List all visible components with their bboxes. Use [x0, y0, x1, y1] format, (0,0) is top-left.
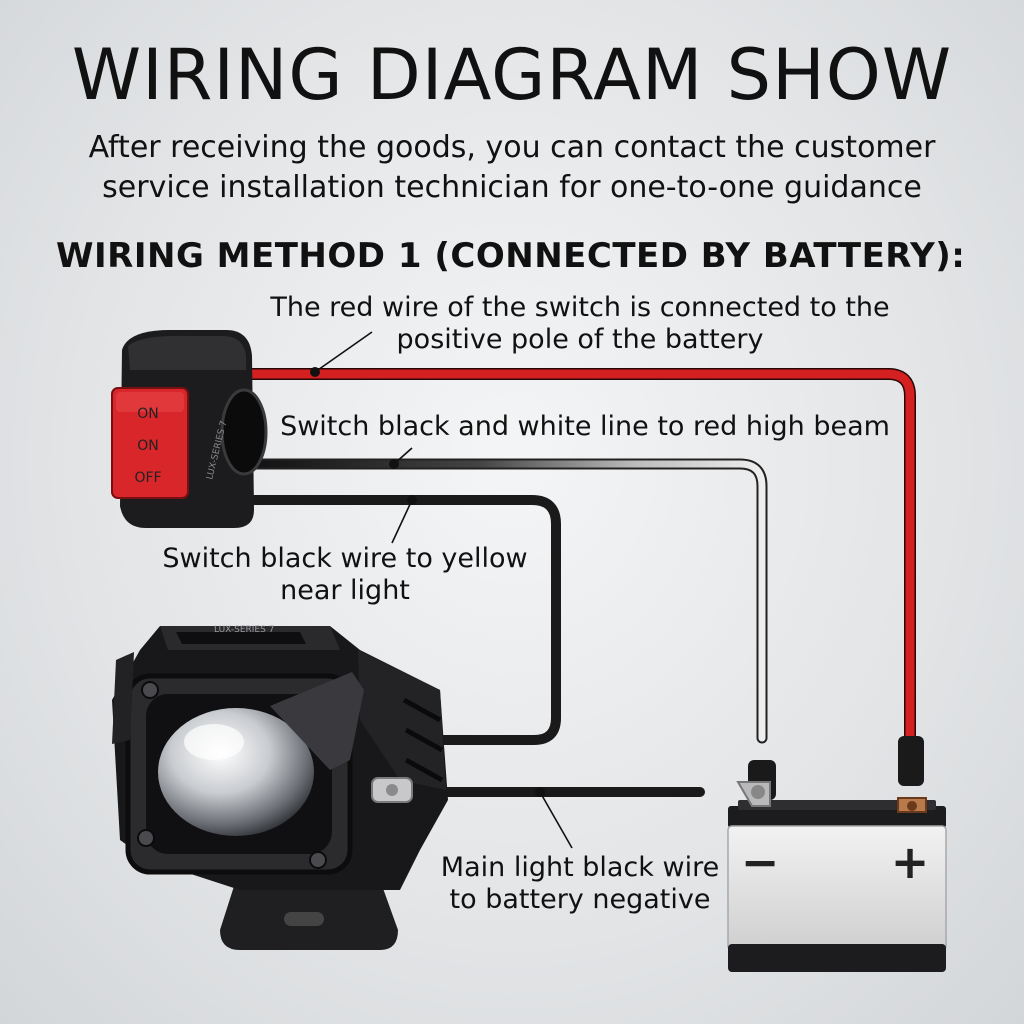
battery — [727, 736, 947, 972]
callout-leaders — [314, 331, 573, 849]
handlebar-switch — [111, 330, 268, 528]
callout-black-white-wire: Switch black and white line to red high … — [280, 411, 890, 442]
battery-negative-symbol: − — [741, 835, 780, 889]
battery-positive-symbol: + — [891, 835, 930, 889]
switch-label-on-2: ON — [137, 438, 159, 454]
auxiliary-light — [112, 626, 448, 950]
page-subtitle: After receiving the goods, you can conta… — [88, 130, 936, 205]
callout-negative-wire: Main light black wire to battery negativ… — [440, 852, 720, 915]
callout-red-wire: The red wire of the switch is connected … — [270, 292, 890, 355]
switch-label-off: OFF — [134, 470, 161, 486]
light-brand: LUX-SERIES 7 — [214, 625, 274, 635]
page-title: WIRING DIAGRAM SHOW — [71, 34, 953, 116]
callout-black-wire: Switch black wire to yellow near light — [162, 543, 528, 606]
black-wire — [245, 495, 561, 745]
method-heading: WIRING METHOD 1 (CONNECTED BY BATTERY): — [56, 236, 966, 276]
switch-label-on-1: ON — [137, 406, 159, 422]
